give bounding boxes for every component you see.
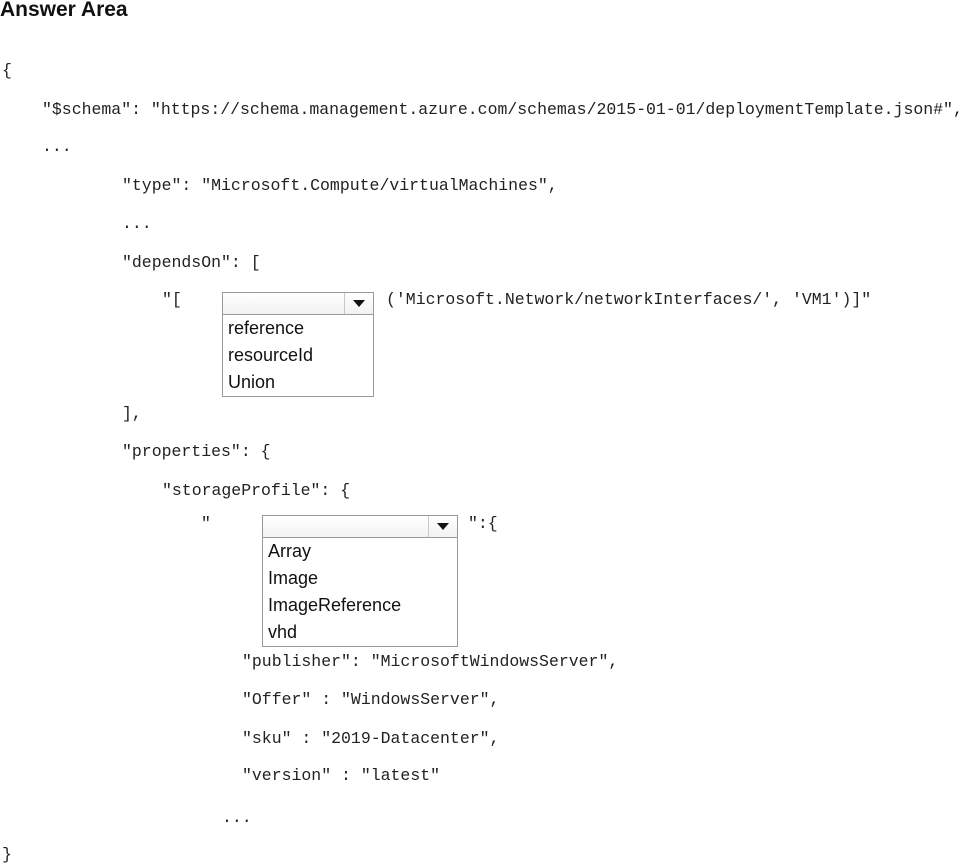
- code-sku-line: "sku" : "2019-Datacenter",: [242, 729, 500, 748]
- code-ellipsis: ...: [42, 137, 72, 156]
- answer-area-title: Answer Area: [0, 0, 128, 21]
- dropdown-option-array[interactable]: Array: [268, 541, 312, 561]
- code-ellipsis: ...: [122, 214, 152, 233]
- dropdown-option-resourceid[interactable]: resourceId: [228, 345, 314, 365]
- code-storage-prefix: ": [201, 514, 211, 533]
- storage-profile-dropdown[interactable]: Array Image ImageReference vhd: [262, 515, 458, 647]
- code-depends-prefix: "[: [162, 290, 182, 309]
- dropdown-selected[interactable]: [223, 293, 373, 315]
- code-version-line: "version" : "latest": [242, 766, 441, 785]
- code-depends-line: "dependsOn": [: [122, 253, 261, 272]
- code-publisher-line: "publisher": "MicrosoftWindowsServer",: [242, 652, 619, 671]
- dropdown-option-image[interactable]: Image: [268, 568, 319, 588]
- chevron-down-icon[interactable]: [344, 293, 373, 314]
- code-offer-line: "Offer" : "WindowsServer",: [242, 690, 500, 709]
- code-storage-line: "storageProfile": {: [162, 481, 351, 500]
- dropdown-option-imagereference[interactable]: ImageReference: [268, 595, 402, 615]
- function-dropdown[interactable]: reference resourceId Union: [222, 292, 374, 397]
- code-storage-suffix: ":{: [468, 514, 498, 533]
- code-depends-close: ],: [122, 404, 142, 423]
- code-properties-line: "properties": {: [122, 442, 271, 461]
- dropdown-option-reference[interactable]: reference: [228, 318, 305, 338]
- code-open-brace: {: [2, 61, 12, 80]
- chevron-down-icon[interactable]: [428, 516, 457, 537]
- code-schema-line: "$schema": "https://schema.management.az…: [42, 100, 963, 119]
- code-type-line: "type": "Microsoft.Compute/virtualMachin…: [122, 176, 558, 195]
- dropdown-selected[interactable]: [263, 516, 457, 538]
- dropdown-option-vhd[interactable]: vhd: [268, 622, 298, 642]
- code-depends-suffix: ('Microsoft.Network/networkInterfaces/',…: [386, 290, 872, 309]
- code-close-brace: }: [2, 845, 12, 864]
- code-ellipsis: ...: [222, 808, 252, 827]
- dropdown-option-union[interactable]: Union: [228, 372, 276, 392]
